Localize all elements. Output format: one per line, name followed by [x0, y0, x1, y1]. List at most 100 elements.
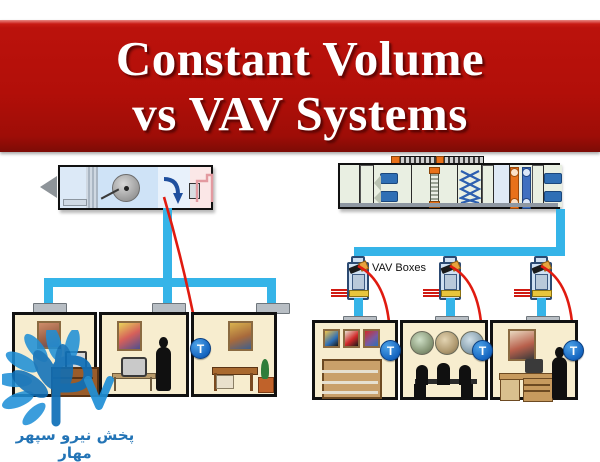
ahu-inlet-plenum — [340, 165, 360, 207]
person-silhouette-body — [552, 357, 567, 399]
ahu-filter-1 — [360, 165, 374, 207]
office-chair — [216, 375, 234, 389]
cooling-airflow-arrow — [163, 177, 183, 204]
plant-leaves — [261, 359, 269, 379]
ahu-plenum-2 — [494, 165, 510, 207]
right-duct-header — [354, 247, 565, 256]
monitor-icon — [121, 357, 147, 377]
title-line-2: vs VAV Systems — [132, 86, 468, 141]
cooling-coil — [522, 167, 531, 209]
vav-reheat-coil-2 — [423, 289, 439, 297]
humidifier-lance — [430, 171, 439, 205]
ahu-filter-2 — [482, 165, 494, 207]
right-thermostat-3[interactable]: T — [563, 340, 584, 361]
wall-art-circle — [410, 331, 434, 355]
shelf-line — [322, 391, 378, 394]
return-fan-motor-2 — [380, 191, 398, 202]
laptop-icon — [525, 359, 543, 373]
desk — [212, 367, 258, 375]
right-thermostat-2[interactable]: T — [472, 340, 493, 361]
right-room-1 — [312, 320, 398, 400]
fan-inlet-cone-1 — [374, 175, 381, 191]
person-silhouette — [159, 337, 168, 348]
vav-boxes-label: VAV Boxes — [372, 262, 427, 274]
vav-inspection-window — [352, 274, 365, 290]
side-cabinet — [500, 379, 520, 401]
vav-inspection-window — [444, 274, 457, 290]
vav-reheat-coil-1 — [331, 289, 347, 297]
person-silhouette — [437, 363, 450, 385]
right-air-handling-unit — [338, 163, 562, 209]
vav-box-1[interactable] — [347, 256, 369, 300]
vav-reheat-strip — [349, 290, 369, 297]
left-air-handling-unit — [58, 165, 214, 210]
drawer-line — [524, 384, 550, 386]
wall-picture — [228, 321, 253, 351]
control-valve-icon — [189, 183, 200, 199]
person-silhouette — [555, 347, 564, 358]
cooling-coil-valve-top — [522, 168, 531, 177]
vav-reheat-coil-3 — [514, 289, 530, 297]
vav-box-2[interactable] — [439, 256, 461, 300]
left-duct-header — [44, 278, 276, 287]
company-watermark: پخش نیرو سپهر مهار — [0, 325, 147, 462]
lotus-logo-icon — [0, 325, 114, 427]
vav-reheat-strip — [441, 290, 461, 297]
vav-inspection-window — [535, 274, 548, 290]
shelf-line — [322, 370, 378, 373]
right-branch-duct-1 — [354, 247, 363, 263]
right-drop-duct-2 — [446, 298, 455, 316]
desk-leg — [250, 373, 253, 391]
heat-exchanger-icon — [459, 170, 481, 205]
wall-picture — [363, 329, 380, 348]
heating-coil-valve-top — [510, 168, 519, 177]
left-main-supply-duct — [163, 208, 172, 286]
right-room-2 — [400, 320, 488, 400]
humidifier-valve-top — [429, 167, 440, 174]
desk-leg — [150, 377, 152, 391]
chair-silhouette — [414, 384, 426, 398]
right-branch-duct-3 — [537, 247, 546, 263]
heating-coil-piping — [195, 173, 214, 202]
corner-mark — [580, 388, 596, 400]
wall-picture — [117, 321, 142, 351]
title-line-1: Constant Volume — [115, 31, 485, 86]
right-branch-duct-2 — [446, 247, 455, 263]
right-main-supply-riser — [556, 209, 565, 256]
wall-picture — [508, 329, 536, 361]
ahu-filter-3 — [532, 165, 544, 207]
slide-canvas: Constant Volume vs VAV Systems — [0, 0, 600, 450]
drawer-line — [524, 390, 550, 392]
supply-fan-motor-2 — [544, 191, 562, 202]
right-drop-duct-1 — [354, 298, 363, 316]
wall-picture — [343, 329, 360, 348]
person-silhouette — [459, 365, 471, 385]
left-branch-duct-2 — [163, 278, 172, 303]
desk-leg — [114, 377, 116, 391]
left-room-2 — [99, 312, 189, 397]
wall-art-circle — [435, 331, 459, 355]
heating-coil — [510, 167, 519, 209]
desk-drawer-line — [53, 377, 93, 379]
fan-inlet-cone-2 — [374, 191, 381, 205]
right-drop-duct-3 — [537, 298, 546, 316]
wall-picture — [323, 329, 340, 348]
left-ahu-intake-arrow — [40, 176, 57, 198]
desk-leg — [214, 373, 217, 391]
company-name-text: پخش نیرو سپهر مهار — [15, 426, 135, 462]
title-banner: Constant Volume vs VAV Systems — [0, 20, 600, 152]
right-room-3 — [490, 320, 578, 402]
person-silhouette — [416, 365, 428, 385]
right-thermostat-1[interactable]: T — [380, 340, 401, 361]
person-silhouette-body — [156, 347, 171, 391]
ahu-base-rail — [340, 203, 558, 207]
ahu-drain-pan — [63, 199, 87, 206]
supply-fan-motor-1 — [544, 173, 562, 184]
chair-silhouette — [461, 384, 473, 398]
plant-pot — [258, 377, 274, 393]
shelf-line — [322, 381, 378, 384]
return-fan-motor-1 — [380, 173, 398, 184]
left-thermostat[interactable]: T — [190, 338, 211, 359]
supply-fan-icon — [112, 174, 140, 202]
left-branch-duct-3 — [267, 278, 276, 303]
